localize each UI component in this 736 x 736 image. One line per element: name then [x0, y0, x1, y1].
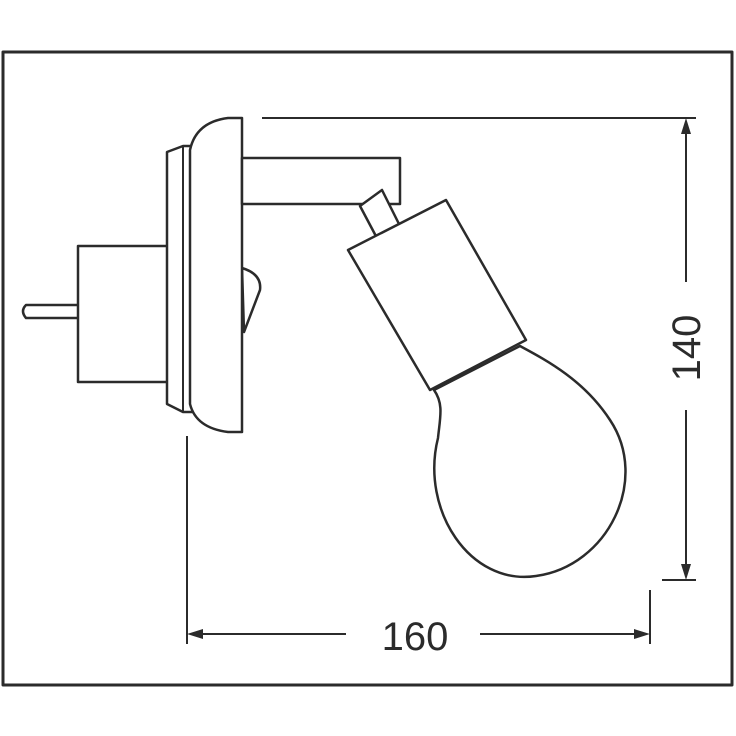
light-bulb	[432, 344, 627, 579]
height-label: 140	[665, 315, 709, 382]
plug-pin	[21, 303, 82, 320]
width-dimension-line	[187, 629, 650, 639]
plug-body	[76, 244, 178, 384]
width-label: 160	[382, 615, 449, 659]
drawing-frame	[1, 50, 734, 687]
rocker-switch	[240, 266, 262, 334]
front-cover	[188, 116, 244, 434]
height-dimension-line	[681, 118, 691, 580]
lamp-holder	[346, 198, 528, 392]
